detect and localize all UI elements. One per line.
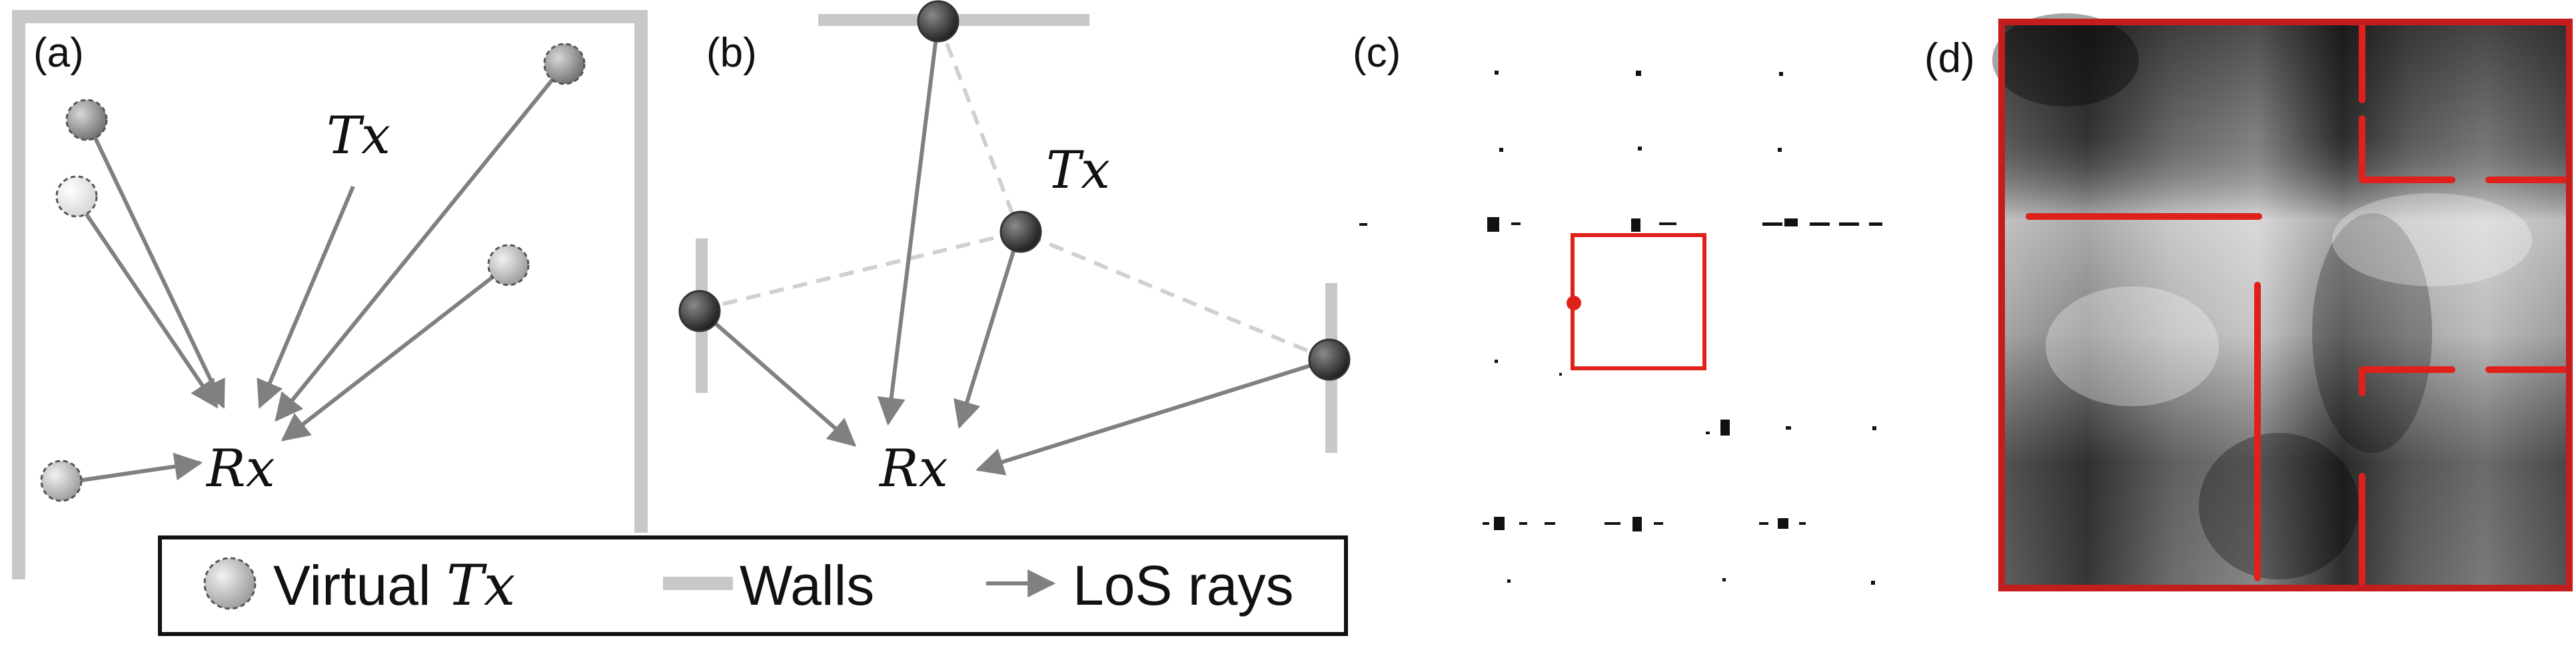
panel-c-label: (c)	[1353, 30, 1401, 76]
panel-b-label: (b)	[706, 30, 757, 76]
legend-virtual-tx-icon	[203, 557, 257, 610]
tx-label: Tx	[326, 106, 390, 166]
region-marker-dot	[1567, 296, 1581, 310]
legend-virtual-prefix: Virtual	[273, 554, 446, 617]
region-of-interest-box	[1571, 233, 1706, 370]
los-ray	[281, 264, 508, 442]
panel-a-walls	[12, 10, 648, 579]
heatmap-blobs	[1992, 13, 2532, 579]
los-ray	[257, 185, 355, 409]
virtual-tx-marker	[678, 290, 721, 332]
los-ray	[877, 21, 940, 426]
reflection-path	[936, 20, 1021, 233]
legend-virtual-tx: Virtual Tx	[273, 553, 515, 618]
panel-b: (b) Tx Rx	[678, 0, 1351, 499]
virtual-tx-marker	[487, 244, 530, 286]
los-ray	[275, 65, 565, 422]
virtual-tx-marker	[65, 99, 108, 141]
sparse-spots	[1359, 71, 1882, 585]
panel-d: (d)	[1924, 13, 2573, 591]
rx-label: Rx	[205, 439, 275, 499]
legend: Virtual Tx Walls LoS rays	[158, 535, 1348, 636]
tx-label: Tx	[1046, 141, 1110, 200]
panel-d-label: (d)	[1924, 35, 1975, 81]
virtual-tx-marker	[40, 460, 83, 502]
virtual-tx-marker	[543, 43, 586, 85]
heatmap-frame	[1998, 19, 2573, 591]
virtual-tx-marker	[1308, 338, 1351, 381]
los-ray	[954, 231, 1021, 430]
los-ray	[85, 119, 225, 409]
reflection-path	[699, 230, 1020, 312]
los-ray	[75, 198, 219, 409]
heatmap-shade	[2002, 22, 2569, 588]
los-ray	[63, 452, 203, 485]
panel-c: (c)	[1353, 30, 1882, 585]
legend-box	[158, 535, 1348, 636]
panel-a-label: (a)	[33, 30, 84, 76]
virtual-tx-marker	[55, 175, 98, 218]
tx-marker	[999, 210, 1042, 253]
virtual-tx-marker	[917, 0, 960, 43]
legend-rays: LoS rays	[1073, 554, 1294, 617]
legend-walls: Walls	[740, 554, 874, 617]
los-ray	[698, 308, 857, 447]
rx-label: Rx	[878, 439, 948, 499]
legend-virtual-math: Tx	[446, 553, 515, 618]
los-ray	[975, 358, 1330, 476]
reflection-path	[1018, 230, 1331, 362]
panel-a: (a) Tx Rx	[12, 10, 648, 579]
floorplan-walls	[2026, 22, 2569, 588]
